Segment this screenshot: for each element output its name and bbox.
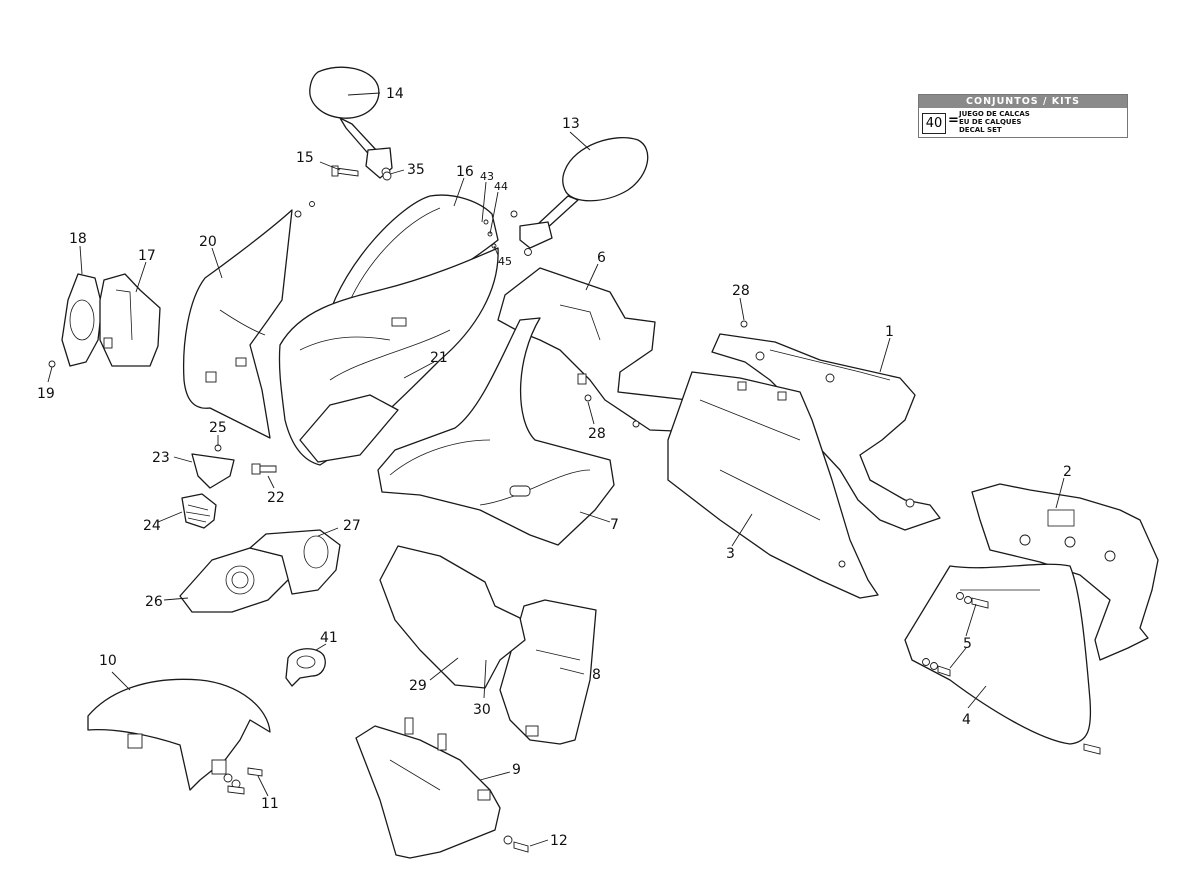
part-12-screw <box>503 835 529 853</box>
part-21-upper-fairing <box>278 247 499 466</box>
kits-code: 40 <box>922 113 946 134</box>
part-11-fasteners <box>223 767 263 795</box>
callout-12: 12 <box>550 833 568 849</box>
kits-header: CONJUNTOS / KITS <box>919 95 1127 108</box>
callout-2: 2 <box>1063 464 1072 480</box>
callout-3: 3 <box>726 546 735 562</box>
part-20-inner-panel <box>183 201 315 439</box>
kits-equals: = <box>948 113 959 128</box>
callout-13: 13 <box>562 116 580 132</box>
lower-cowl-left <box>379 545 526 689</box>
part-28-screw-b <box>584 394 592 402</box>
part-27-headlight-housing <box>249 529 341 595</box>
callout-10: 10 <box>99 653 117 669</box>
callout-27: 27 <box>343 518 361 534</box>
callout-41: 41 <box>320 630 338 646</box>
callout-23: 23 <box>152 450 170 466</box>
part-10-front-fender <box>87 678 271 791</box>
callout-28a: 28 <box>732 283 750 299</box>
callout-45: 45 <box>498 255 512 268</box>
kits-row: 40 = JUEGO DE CALCAS EU DE CALQUES DECAL… <box>919 108 1127 137</box>
callout-24: 24 <box>143 518 161 534</box>
callouts: 14 15 35 16 43 44 45 13 20 18 17 19 6 21… <box>37 86 1072 849</box>
part-5-bolts <box>922 592 1101 755</box>
callout-7: 7 <box>610 517 619 533</box>
callout-29: 29 <box>409 678 427 694</box>
callout-25: 25 <box>209 420 227 436</box>
part-28-screw <box>740 320 748 328</box>
part-18-cover <box>61 273 103 367</box>
callout-28b: 28 <box>588 426 606 442</box>
kits-legend: CONJUNTOS / KITS 40 = JUEGO DE CALCAS EU… <box>918 94 1128 138</box>
callout-6: 6 <box>597 250 606 266</box>
callout-16: 16 <box>456 164 474 180</box>
part-9-belly-lower <box>355 717 501 859</box>
callout-35: 35 <box>407 162 425 178</box>
callout-5: 5 <box>963 636 972 652</box>
callout-17: 17 <box>138 248 156 264</box>
part-22-bolt <box>251 463 277 475</box>
callout-21: 21 <box>430 350 448 366</box>
callout-20: 20 <box>199 234 217 250</box>
callout-8: 8 <box>592 667 601 683</box>
callout-11: 11 <box>261 796 279 812</box>
callout-15: 15 <box>296 150 314 166</box>
kits-line-fr: EU DE CALQUES <box>959 118 1022 126</box>
part-4-bellypan <box>904 563 1092 745</box>
part-7-side-fairing <box>377 317 615 546</box>
part-23-bracket <box>191 453 235 489</box>
callout-44: 44 <box>494 180 508 193</box>
kits-line-es: JUEGO DE CALCAS <box>959 110 1030 118</box>
part-17-housing <box>99 273 161 367</box>
callout-43: 43 <box>480 170 494 183</box>
part-24-grille <box>181 493 217 529</box>
part-15-screw <box>331 165 359 177</box>
part-26-headlight <box>179 547 291 613</box>
callout-9: 9 <box>512 762 521 778</box>
leader-lines <box>47 92 1065 847</box>
part-35-washer <box>382 171 392 181</box>
part-14-left-mirror <box>309 66 393 179</box>
part-2-rear-panel <box>971 483 1159 661</box>
part-19-screw <box>48 360 56 368</box>
callout-26: 26 <box>145 594 163 610</box>
callout-1: 1 <box>885 324 894 340</box>
callout-4: 4 <box>962 712 971 728</box>
part-41-grommet <box>285 648 326 687</box>
callout-18: 18 <box>69 231 87 247</box>
callout-30: 30 <box>473 702 491 718</box>
kits-line-en: DECAL SET <box>959 126 1002 134</box>
part-13-right-mirror <box>510 136 649 256</box>
callout-19: 19 <box>37 386 55 402</box>
callout-22: 22 <box>267 490 285 506</box>
part-3-side-panel <box>667 371 879 599</box>
callout-14: 14 <box>386 86 404 102</box>
kits-description: JUEGO DE CALCAS EU DE CALQUES DECAL SET <box>959 110 1030 134</box>
